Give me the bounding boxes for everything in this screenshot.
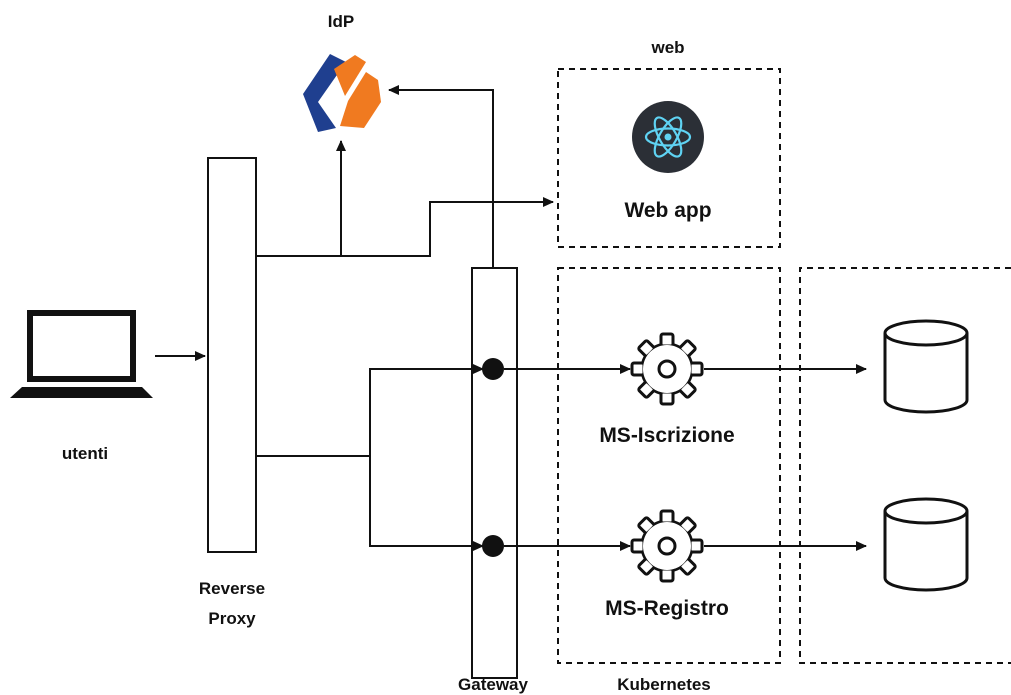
gateway-label: Gateway — [458, 675, 528, 694]
kubernetes-label: Kubernetes — [617, 675, 711, 694]
gateway-endpoint-registro — [482, 535, 504, 557]
storage-container — [799, 267, 1011, 664]
web-container — [557, 68, 781, 248]
idp-label: IdP — [327, 12, 355, 31]
gear-icon — [630, 509, 704, 583]
laptop-icon — [10, 310, 153, 398]
gear-icon — [630, 332, 704, 406]
reverse-proxy-label: Reverse Proxy — [177, 574, 287, 634]
kubernetes-container — [557, 267, 781, 664]
react-icon — [632, 101, 704, 173]
arrow-gateway-idp — [388, 85, 494, 268]
gateway-bar — [471, 267, 518, 679]
reverse-proxy-label-line1: Reverse — [198, 579, 266, 598]
ms-registro-label: MS-Registro — [605, 597, 729, 620]
web-app-label: Web app — [624, 199, 712, 222]
database-icon — [883, 319, 969, 414]
web-label: web — [651, 38, 685, 57]
reverse-proxy-bar — [207, 157, 257, 553]
gateway-endpoint-iscrizione — [482, 358, 504, 380]
database-icon — [883, 497, 969, 592]
connector-proxy-upper — [256, 197, 554, 257]
arrow-proxy-gateway-bottom — [369, 456, 484, 551]
ms-iscrizione-label: MS-Iscrizione — [599, 424, 735, 447]
idp-logo-icon — [303, 54, 381, 132]
reverse-proxy-label-line2: Proxy — [208, 609, 256, 628]
arrow-proxy-gateway-top — [369, 364, 484, 456]
utenti-label: utenti — [61, 444, 109, 463]
